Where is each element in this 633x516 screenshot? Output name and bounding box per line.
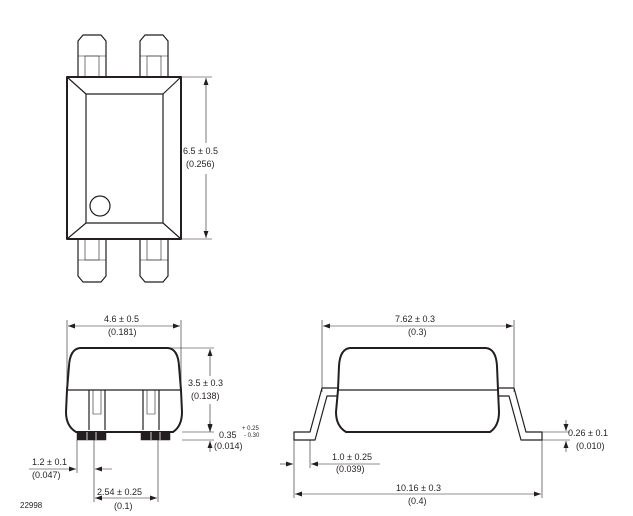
dim-front-body-height-inch: (0.138) xyxy=(191,391,220,401)
dim-side-foot-length: 1.0 ± 0.25 (0.039) xyxy=(280,440,380,498)
dim-front-standoff-label: 0.35 xyxy=(219,430,237,440)
side-lead-right xyxy=(498,387,543,441)
dim-side-lead-thickness-inch: (0.010) xyxy=(576,441,605,451)
top-lead-lower-right xyxy=(139,239,169,283)
dim-front-pitch: 2.54 ± 0.25 (0.1) xyxy=(93,440,159,511)
front-lead-left xyxy=(76,390,107,441)
front-lead-right xyxy=(140,390,171,441)
dim-front-standoff-inch: (0.014) xyxy=(214,441,243,451)
top-lead-lower-left xyxy=(77,239,107,283)
dim-side-overall-width-label: 10.16 ± 0.3 xyxy=(396,483,441,493)
dim-top-height-label: 6.5 ± 0.5 xyxy=(183,146,218,156)
side-lead-left xyxy=(293,387,338,441)
dim-side-foot-length-label: 1.0 ± 0.25 xyxy=(332,452,372,462)
dim-front-width-inch: (0.181) xyxy=(108,327,137,337)
top-view-body xyxy=(66,76,182,240)
dim-front-pitch-label: 2.54 ± 0.25 xyxy=(97,487,142,497)
dim-front-lead-width-label: 1.2 ± 0.1 xyxy=(32,457,67,467)
top-view-body-inner xyxy=(85,93,164,224)
top-lead-upper-right xyxy=(139,34,169,77)
top-lead-upper-left xyxy=(77,34,107,77)
dim-top-height-inch: (0.256) xyxy=(186,159,215,169)
dim-side-overall-width: 10.16 ± 0.3 (0.4) xyxy=(295,440,543,506)
dim-side-row-spacing-inch: (0.3) xyxy=(408,327,427,337)
drawing-id: 22998 xyxy=(20,501,43,510)
pin1-marker xyxy=(89,195,111,217)
dim-side-overall-width-inch: (0.4) xyxy=(408,496,427,506)
top-view: 6.5 ± 0.5 (0.256) xyxy=(66,34,218,283)
dim-side-row-spacing-label: 7.62 ± 0.3 xyxy=(395,314,435,324)
dim-front-width-label: 4.6 ± 0.5 xyxy=(104,314,139,324)
dim-front-standoff: 0.35 + 0.25 - 0.30 (0.014) xyxy=(182,421,260,452)
dim-front-lead-width-inch: (0.047) xyxy=(32,470,61,480)
dim-side-foot-length-inch: (0.039) xyxy=(336,464,365,474)
dim-front-standoff-tol-plus: + 0.25 xyxy=(242,426,260,432)
side-view: 7.62 ± 0.3 (0.3) 0.26 ± 0.1 (0.010) 1.0 … xyxy=(280,314,608,506)
dim-side-lead-thickness-label: 0.26 ± 0.1 xyxy=(568,428,608,438)
dim-front-standoff-tol-minus: - 0.30 xyxy=(244,433,260,439)
dim-front-lead-width: 1.2 ± 0.1 (0.047) xyxy=(29,440,112,480)
front-view: 4.6 ± 0.5 (0.181) 3.5 ± 0.3 xyxy=(29,314,260,511)
dim-front-body-height-label: 3.5 ± 0.3 xyxy=(188,378,223,388)
dim-side-row-spacing: 7.62 ± 0.3 (0.3) xyxy=(321,314,515,392)
dim-front-pitch-inch: (0.1) xyxy=(114,501,133,511)
dim-top-height: 6.5 ± 0.5 (0.256) xyxy=(181,76,218,240)
dim-side-lead-thickness: 0.26 ± 0.1 (0.010) xyxy=(542,420,608,452)
